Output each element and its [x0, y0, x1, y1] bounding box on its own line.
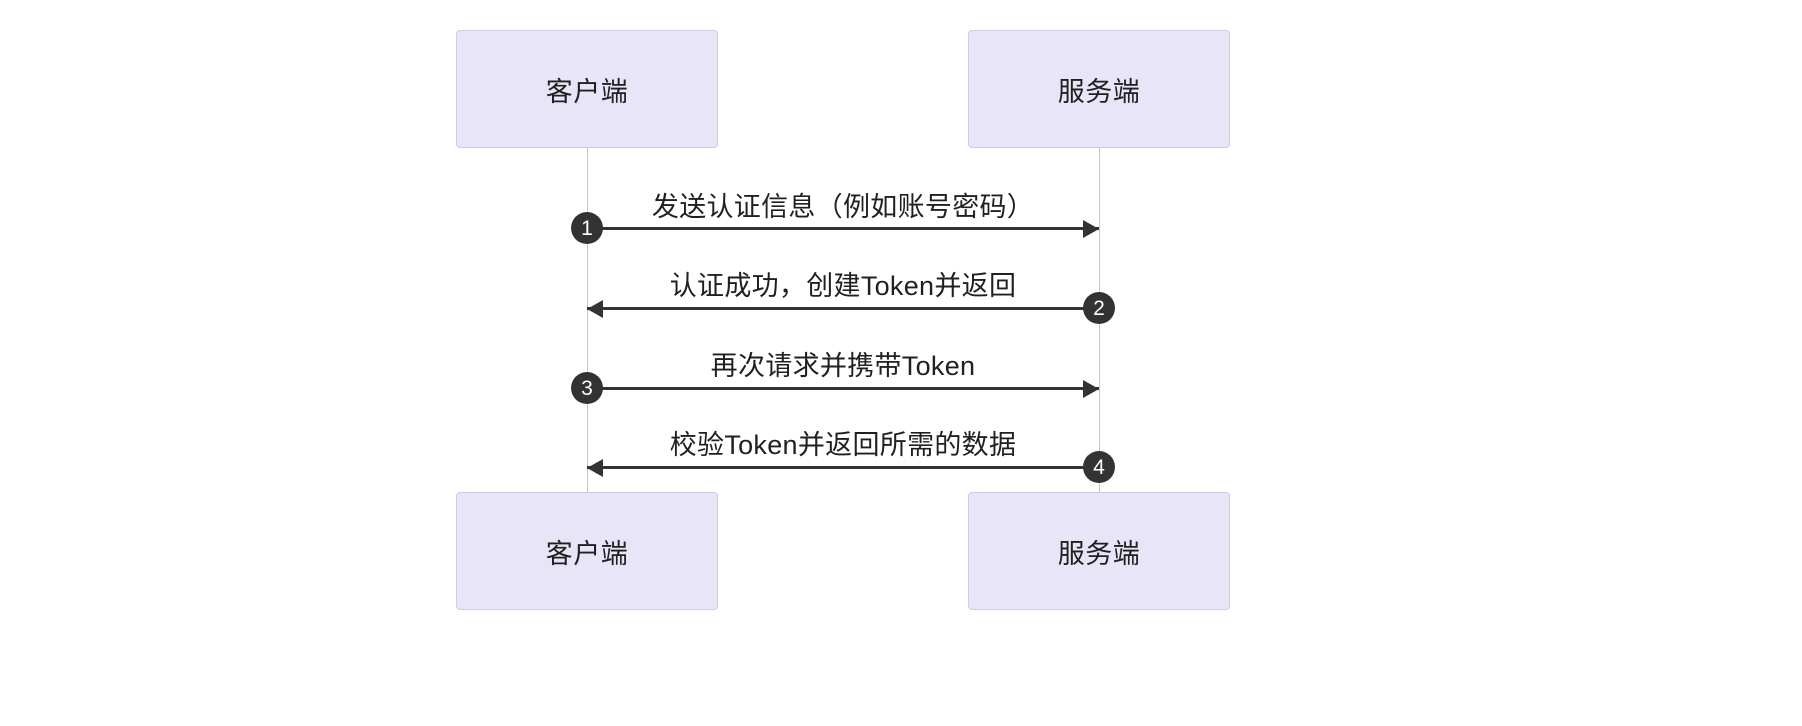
message-label-2: 认证成功，创建Token并返回 — [669, 271, 1017, 301]
arrowhead-2 — [587, 300, 603, 318]
participant-label-client-top: 客户端 — [545, 76, 629, 107]
message-label-4: 校验Token并返回所需的数据 — [669, 430, 1017, 460]
sequence-badge-3: 3 — [571, 372, 603, 404]
participant-label-server-bottom: 服务端 — [1057, 538, 1141, 569]
message-line-3 — [587, 387, 1099, 390]
arrowhead-1 — [1083, 220, 1099, 238]
message-label-3: 再次请求并携带Token — [710, 351, 976, 381]
sequence-badge-4: 4 — [1083, 451, 1115, 483]
participant-box-server-top[interactable]: 服务端 — [968, 30, 1230, 148]
participant-box-server-bottom[interactable]: 服务端 — [968, 492, 1230, 610]
participant-label-server-top: 服务端 — [1057, 76, 1141, 107]
lifeline-client — [587, 148, 588, 492]
participant-box-client-top[interactable]: 客户端 — [456, 30, 718, 148]
arrowhead-4 — [587, 459, 603, 477]
message-label-1: 发送认证信息（例如账号密码） — [651, 192, 1035, 222]
sequence-badge-1: 1 — [571, 212, 603, 244]
participant-label-client-bottom: 客户端 — [545, 538, 629, 569]
message-line-1 — [587, 227, 1099, 230]
participant-box-client-bottom[interactable]: 客户端 — [456, 492, 718, 610]
message-line-4 — [587, 466, 1099, 469]
message-line-2 — [587, 307, 1099, 310]
sequence-badge-2: 2 — [1083, 292, 1115, 324]
arrowhead-3 — [1083, 380, 1099, 398]
